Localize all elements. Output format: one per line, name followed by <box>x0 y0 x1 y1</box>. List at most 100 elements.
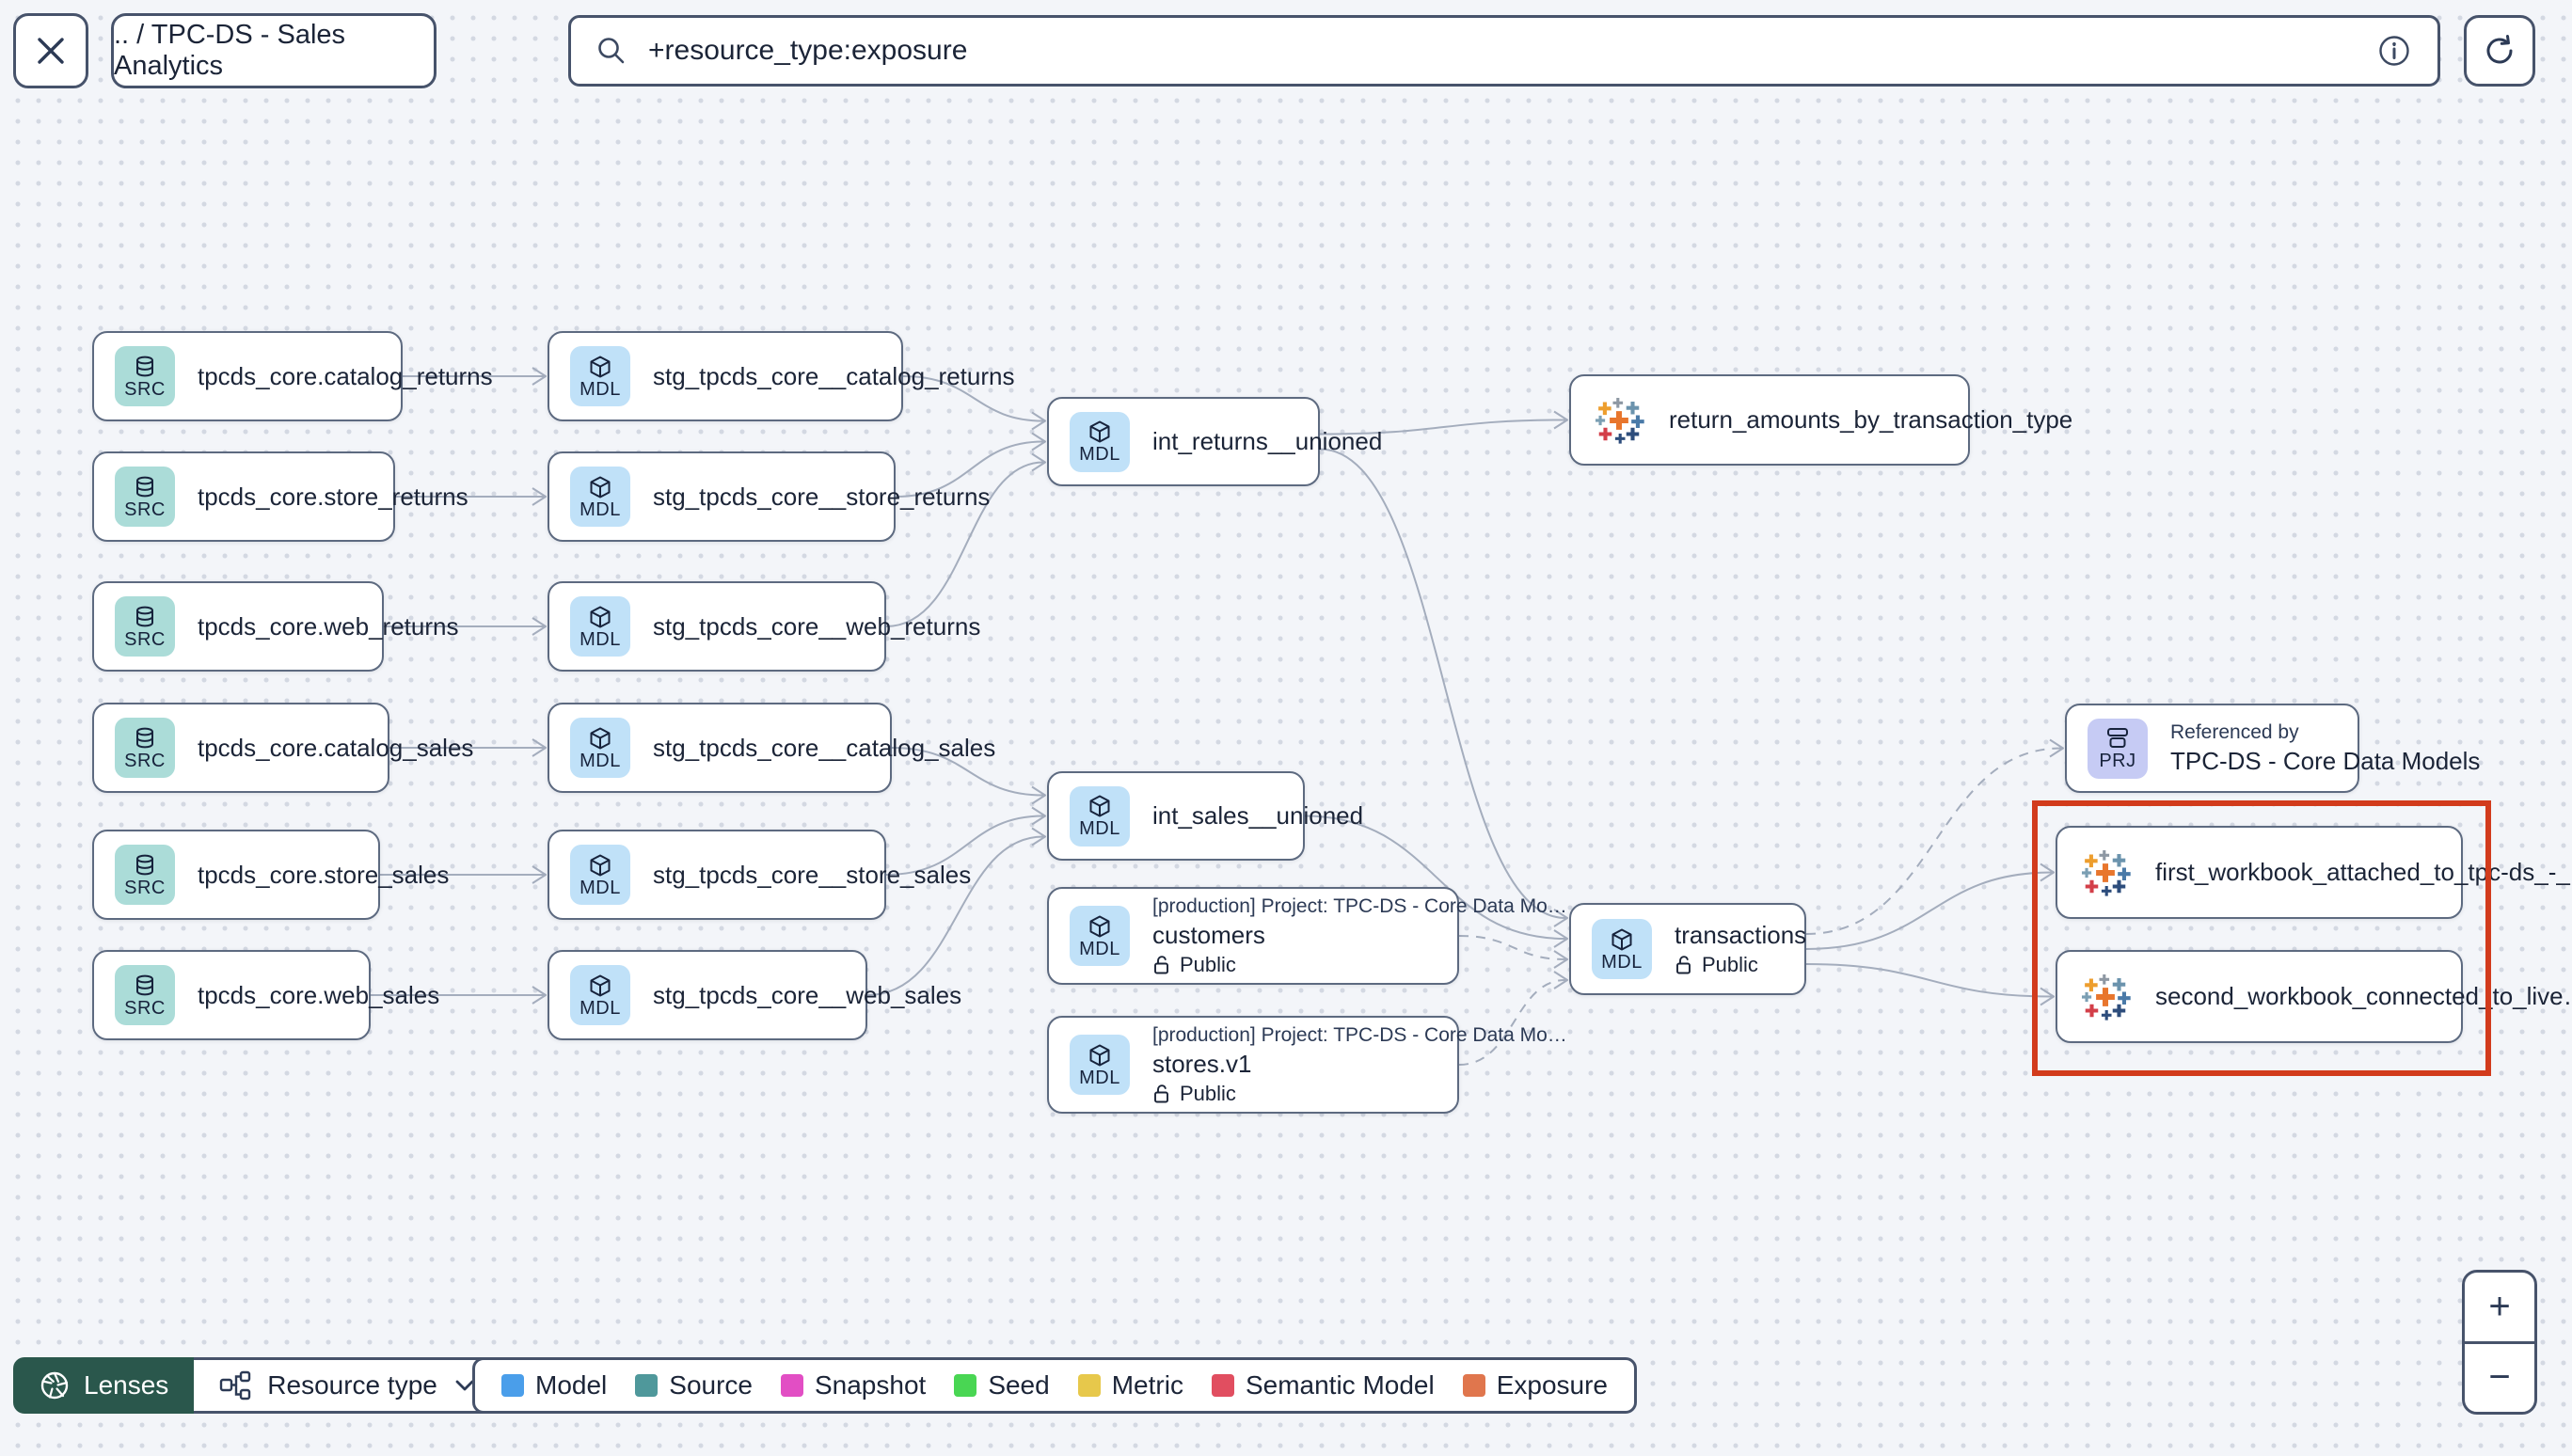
legend-item-source: Source <box>635 1370 753 1401</box>
node-label: stg_tpcds_core__store_returns <box>653 482 991 511</box>
search-input[interactable] <box>646 34 2357 68</box>
legend-label: Source <box>669 1370 753 1400</box>
node-label: customers <box>1152 920 1265 949</box>
model-badge-icon: MDL <box>1070 411 1130 472</box>
source-badge-icon: SRC <box>115 346 175 406</box>
close-icon <box>38 38 64 64</box>
node-stg_web_returns[interactable]: MDL stg_tpcds_core__web_returns <box>548 581 981 672</box>
node-label: stg_tpcds_core__catalog_returns <box>653 361 1015 390</box>
search-bar[interactable] <box>568 15 2440 87</box>
highlight-rectangle <box>2032 800 2491 1076</box>
database-icon <box>136 854 153 875</box>
node-stg_web_sales[interactable]: MDL stg_tpcds_core__web_sales <box>548 950 962 1040</box>
legend-item-metric: Metric <box>1077 1370 1183 1401</box>
legend-label: Seed <box>988 1370 1050 1400</box>
cube-icon <box>590 606 611 627</box>
badge-label: SRC <box>124 628 166 650</box>
badge-label: PRJ <box>2099 751 2136 771</box>
breadcrumb[interactable]: .. / TPC-DS - Sales Analytics <box>111 13 437 88</box>
node-stg_catalog_sales[interactable]: MDL stg_tpcds_core__catalog_sales <box>548 703 995 793</box>
close-button[interactable] <box>13 13 88 88</box>
model-badge-icon: MDL <box>1592 919 1652 979</box>
legend-item-model: Model <box>501 1370 607 1401</box>
legend-swatch <box>501 1374 524 1397</box>
node-stg_store_returns[interactable]: MDL stg_tpcds_core__store_returns <box>548 451 991 542</box>
resource-type-dropdown[interactable]: Resource type <box>194 1357 504 1414</box>
node-src_store_returns[interactable]: SRC tpcds_core.store_returns <box>92 451 468 542</box>
legend-item-semantic-model: Semantic Model <box>1211 1370 1435 1401</box>
legend-item-snapshot: Snapshot <box>780 1370 926 1401</box>
node-text: stg_tpcds_core__web_sales <box>653 980 962 1010</box>
node-label: TPC-DS - Core Data Models <box>2170 746 2481 775</box>
database-icon <box>136 476 153 497</box>
legend-swatch <box>635 1374 659 1397</box>
model-badge-icon: MDL <box>570 845 630 905</box>
badge-label: SRC <box>124 499 166 520</box>
badge-label: SRC <box>124 877 166 898</box>
node-exp_second[interactable]: second_workbook_connected_to_live… <box>2056 950 2572 1043</box>
cube-icon <box>1089 795 1110 817</box>
source-badge-icon: SRC <box>115 467 175 527</box>
node-text: return_amounts_by_transaction_type <box>1669 405 2072 435</box>
node-access: Public <box>1675 953 1784 977</box>
legend-swatch <box>954 1374 977 1397</box>
model-badge-icon: MDL <box>570 346 630 406</box>
badge-label: MDL <box>579 997 621 1019</box>
model-badge-icon: MDL <box>570 965 630 1025</box>
node-label: tpcds_core.store_returns <box>198 482 468 511</box>
model-badge-icon: MDL <box>570 467 630 527</box>
node-stores[interactable]: MDL [production] Project: TPC-DS - Core D… <box>1047 1016 1567 1114</box>
node-text: [production] Project: TPC-DS - Core Data… <box>1152 1024 1567 1106</box>
unlocked-padlock-icon <box>1154 955 1168 973</box>
model-badge-icon: MDL <box>1070 906 1130 966</box>
database-icon <box>136 356 153 376</box>
cube-icon <box>590 356 611 377</box>
zoom-in-button[interactable]: + <box>2488 1285 2511 1327</box>
resource-type-label: Resource type <box>267 1370 437 1400</box>
node-exp_first[interactable]: first_workbook_attached_to_tpc-ds_-_… <box>2056 826 2572 919</box>
node-label: stg_tpcds_core__web_returns <box>653 611 981 641</box>
info-icon[interactable] <box>2375 32 2413 70</box>
node-label: int_returns__unioned <box>1152 427 1383 455</box>
node-customers[interactable]: MDL [production] Project: TPC-DS - Core D… <box>1047 887 1567 985</box>
lenses-label: Lenses <box>84 1370 169 1400</box>
node-label: stg_tpcds_core__web_sales <box>653 980 962 1009</box>
node-label: stores.v1 <box>1152 1049 1252 1078</box>
badge-label: MDL <box>579 628 621 650</box>
node-access: Public <box>1152 1082 1437 1106</box>
badge-label: MDL <box>579 750 621 771</box>
node-text: tpcds_core.store_returns <box>198 482 468 512</box>
badge-label: MDL <box>1079 1067 1120 1088</box>
node-text: stg_tpcds_core__web_returns <box>653 611 981 641</box>
node-access: Public <box>1152 953 1437 977</box>
node-stg_catalog_returns[interactable]: MDL stg_tpcds_core__catalog_returns <box>548 331 1015 421</box>
refresh-button[interactable] <box>2464 15 2535 87</box>
zoom-out-button[interactable]: − <box>2488 1356 2511 1399</box>
database-icon <box>136 974 153 995</box>
project-badge-icon: PRJ <box>2088 718 2148 779</box>
legend-label: Exposure <box>1496 1370 1609 1400</box>
badge-label: SRC <box>124 378 166 400</box>
node-sublabel: [production] Project: TPC-DS - Core Data… <box>1152 894 1567 917</box>
node-label: tpcds_core.catalog_sales <box>198 733 474 762</box>
lenses-button[interactable]: Lenses <box>13 1357 195 1414</box>
tableau-icon <box>1595 397 1644 444</box>
node-int_returns[interactable]: MDL int_returns__unioned <box>1047 397 1383 486</box>
cube-icon <box>590 727 611 749</box>
node-text: stg_tpcds_core__catalog_sales <box>653 734 995 763</box>
node-text: tpcds_core.web_sales <box>198 981 439 1010</box>
legend-swatch <box>1077 1374 1101 1397</box>
model-badge-icon: MDL <box>1070 1035 1130 1095</box>
node-exp_returns[interactable]: return_amounts_by_transaction_type <box>1569 374 2072 466</box>
